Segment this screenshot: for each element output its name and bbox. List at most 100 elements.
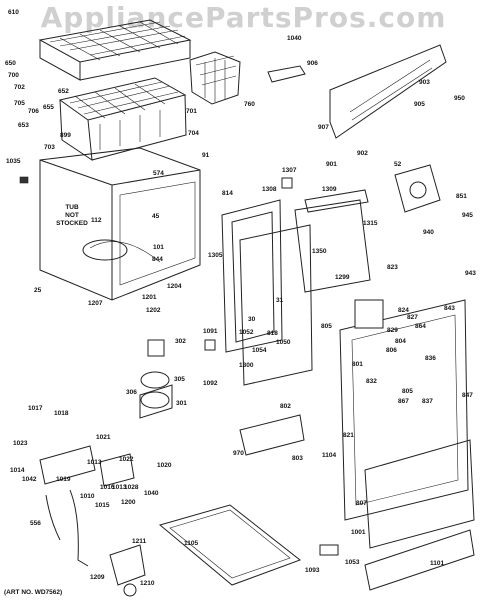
callout: 705 xyxy=(14,100,25,107)
callout: 1308 xyxy=(262,186,277,193)
callout: 1054 xyxy=(252,347,267,354)
callout: 899 xyxy=(60,132,71,139)
callout: 814 xyxy=(222,190,233,197)
callout: 760 xyxy=(244,101,255,108)
callout: 1013 xyxy=(112,484,127,491)
callout: 1350 xyxy=(312,248,327,255)
watermark: AppliancePartsPros.com xyxy=(40,1,447,34)
callout: 45 xyxy=(152,213,160,220)
callout: 1207 xyxy=(88,300,103,307)
callout: 1017 xyxy=(28,405,43,412)
callout: 902 xyxy=(357,150,368,157)
callout: 1200 xyxy=(121,499,136,506)
callout: 650 xyxy=(5,60,16,67)
callout: 1299 xyxy=(335,274,350,281)
callout: 940 xyxy=(423,229,434,236)
callout: 804 xyxy=(395,338,406,345)
callout: 91 xyxy=(202,152,210,159)
motor-823 xyxy=(354,299,384,329)
toe-kick-panel xyxy=(364,529,475,591)
callout: 652 xyxy=(58,88,69,95)
callout: 1018 xyxy=(54,410,69,417)
callout: 827 xyxy=(407,314,418,321)
callout: 1092 xyxy=(203,380,218,387)
callout: 556 xyxy=(30,520,41,527)
callout: 821 xyxy=(343,432,354,439)
callout: 1201 xyxy=(142,294,157,301)
callout: 1023 xyxy=(13,440,28,447)
callout: 802 xyxy=(280,403,291,410)
pump-parts xyxy=(139,339,173,419)
callout: 837 xyxy=(422,398,433,405)
part-1307 xyxy=(281,177,293,189)
callout: 945 xyxy=(462,212,473,219)
callout: 701 xyxy=(186,108,197,115)
callout: 1020 xyxy=(157,462,172,469)
callout: 1309 xyxy=(322,186,337,193)
callout: 30 xyxy=(248,316,256,323)
callout: 905 xyxy=(414,101,425,108)
callout: 25 xyxy=(34,287,42,294)
callout: 1210 xyxy=(140,580,155,587)
callout: 700 xyxy=(8,72,19,79)
door-top-strip xyxy=(304,189,369,213)
callout: 1013 xyxy=(87,459,102,466)
front-door-panel xyxy=(364,439,475,549)
callout: 1104 xyxy=(322,452,337,459)
callout: 101 xyxy=(153,244,164,251)
callout: 1202 xyxy=(146,307,161,314)
water-valve xyxy=(39,445,146,597)
callout: 843 xyxy=(444,305,455,312)
callout: 1211 xyxy=(132,538,147,545)
callout: 653 xyxy=(18,122,29,129)
callout: 823 xyxy=(387,264,398,271)
callout: 805 xyxy=(321,323,332,330)
callout: 867 xyxy=(398,398,409,405)
latch-assembly xyxy=(239,414,305,456)
callout: 706 xyxy=(28,108,39,115)
callout: 907 xyxy=(318,124,329,131)
callout: 903 xyxy=(419,79,430,86)
callout: 1209 xyxy=(90,574,105,581)
callout: 1053 xyxy=(345,559,360,566)
callout: 1022 xyxy=(119,456,134,463)
callout: 844 xyxy=(152,256,163,263)
silverware-basket xyxy=(189,51,241,105)
part-1093 xyxy=(319,544,339,556)
tub-not-stocked-note: TUB NOT STOCKED xyxy=(52,204,92,228)
callout: 1305 xyxy=(208,252,223,259)
callout: 1021 xyxy=(96,434,111,441)
rail-clip-906 xyxy=(267,65,306,83)
callout: 1093 xyxy=(305,567,320,574)
tub xyxy=(39,147,201,301)
note-line: TUB xyxy=(65,204,79,211)
callout: 1307 xyxy=(282,167,297,174)
callout: 847 xyxy=(462,392,473,399)
callout: 610 xyxy=(8,9,19,16)
note-line: STOCKED xyxy=(56,220,88,227)
part-1091 xyxy=(204,339,216,351)
timer-assembly xyxy=(394,164,441,213)
callout: 1105 xyxy=(184,540,199,547)
callout: 832 xyxy=(366,378,377,385)
callout: 824 xyxy=(398,307,409,314)
callout: 970 xyxy=(233,450,244,457)
callout: 655 xyxy=(43,104,54,111)
callout: 1050 xyxy=(276,339,291,346)
base-tray xyxy=(158,504,302,586)
callout: 703 xyxy=(44,144,55,151)
callout: 306 xyxy=(126,389,137,396)
callout: 950 xyxy=(454,95,465,102)
callout: 1315 xyxy=(363,220,378,227)
note-line: NOT xyxy=(65,212,79,219)
callout: 1040 xyxy=(287,35,302,42)
callout: 1091 xyxy=(203,328,218,335)
callout: 806 xyxy=(386,347,397,354)
callout: 906 xyxy=(307,60,318,67)
callout: 803 xyxy=(292,455,303,462)
callout: 864 xyxy=(415,323,426,330)
callout: 1019 xyxy=(56,476,71,483)
door-liner xyxy=(294,199,371,293)
callout: 1052 xyxy=(239,329,254,336)
